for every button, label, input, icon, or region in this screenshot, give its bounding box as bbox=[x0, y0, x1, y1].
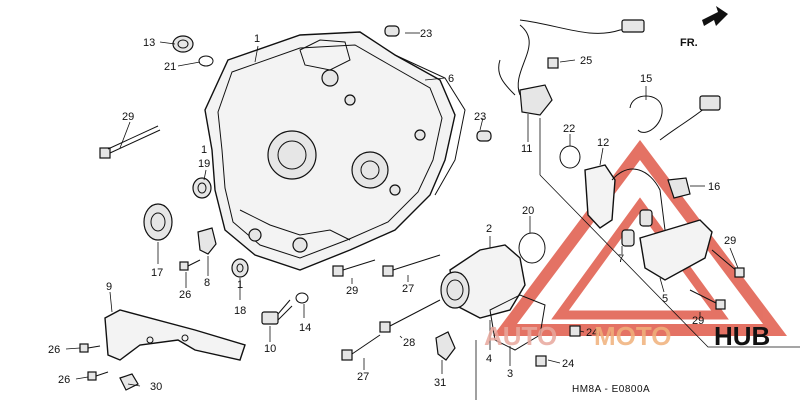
label-27b: 27 bbox=[357, 371, 369, 383]
label-20: 20 bbox=[522, 205, 534, 217]
label-29a: 29 bbox=[122, 111, 134, 123]
o-ring-20 bbox=[518, 232, 546, 264]
bolt-26-a bbox=[79, 343, 101, 353]
crankcase-cover bbox=[204, 31, 456, 271]
label-29d: 29 bbox=[692, 315, 704, 327]
bolt-29-left bbox=[99, 125, 161, 159]
washer-14 bbox=[295, 292, 309, 304]
label-27a: 27 bbox=[402, 283, 414, 295]
o-ring-21 bbox=[198, 55, 214, 67]
label-8: 8 bbox=[204, 277, 210, 289]
label-19: 19 bbox=[198, 158, 210, 170]
label-24b: 24 bbox=[562, 358, 574, 370]
label-25: 25 bbox=[580, 55, 592, 67]
label-31: 31 bbox=[434, 377, 446, 389]
watermark-logo: AUTO MOTO HUB bbox=[484, 321, 770, 351]
label-9: 9 bbox=[106, 281, 112, 293]
gasket-3 bbox=[489, 294, 546, 351]
front-arrow-icon bbox=[702, 6, 728, 26]
label-30: 30 bbox=[150, 381, 162, 393]
label-18: 18 bbox=[234, 305, 246, 317]
bracket-9 bbox=[104, 309, 246, 361]
leader-lines bbox=[65, 32, 739, 387]
label-28: 28 bbox=[403, 337, 415, 349]
svg-text:HUB: HUB bbox=[714, 321, 770, 351]
label-1b: 1 bbox=[201, 144, 207, 156]
part-8 bbox=[197, 227, 217, 255]
label-7: 7 bbox=[618, 253, 624, 265]
diagram-code: HM8A - E0800A bbox=[572, 384, 650, 395]
svg-text:AUTO: AUTO bbox=[484, 321, 557, 351]
pipe-12 bbox=[584, 164, 666, 231]
wiring-harness bbox=[498, 19, 645, 116]
oil-seal-13 bbox=[172, 35, 194, 53]
label-26b: 26 bbox=[48, 344, 60, 356]
section-line bbox=[539, 118, 800, 348]
bolt-28 bbox=[379, 299, 441, 333]
label-1: 1 bbox=[254, 33, 260, 45]
dowel-pin-23a bbox=[384, 25, 400, 37]
housing-2 bbox=[440, 244, 526, 319]
part-labels: 1 1 1 2 3 4 5 6 7 8 9 10 11 12 13 14 15 … bbox=[48, 28, 736, 393]
pipe-7 bbox=[621, 209, 653, 247]
label-26a: 26 bbox=[179, 289, 191, 301]
seal-18 bbox=[231, 258, 249, 278]
label-1c: 1 bbox=[237, 279, 243, 291]
label-21: 21 bbox=[164, 61, 176, 73]
seal-19 bbox=[192, 177, 212, 199]
clamp-30 bbox=[119, 373, 139, 391]
direction-label: FR. bbox=[680, 37, 698, 49]
label-26c: 26 bbox=[58, 374, 70, 386]
dowel-pin-23b bbox=[476, 130, 492, 142]
label-15: 15 bbox=[640, 73, 652, 85]
sensor-wire bbox=[659, 95, 721, 141]
label-29c: 29 bbox=[724, 235, 736, 247]
label-29b: 29 bbox=[346, 285, 358, 297]
bolt-26-mid bbox=[179, 259, 201, 271]
o-ring-22 bbox=[559, 145, 581, 169]
gasket bbox=[394, 54, 466, 196]
clip-15 bbox=[629, 95, 663, 133]
bolt-24-b bbox=[535, 355, 547, 367]
bearing-17 bbox=[143, 203, 173, 241]
label-17: 17 bbox=[151, 267, 163, 279]
bolt-25 bbox=[547, 57, 559, 69]
label-4: 4 bbox=[486, 353, 492, 365]
label-23a: 23 bbox=[420, 28, 432, 40]
bolt-29-right-a bbox=[711, 249, 745, 278]
bolt-27-center bbox=[382, 254, 441, 277]
bolt-29-right-b bbox=[689, 289, 726, 310]
label-14: 14 bbox=[299, 322, 311, 334]
label-22: 22 bbox=[563, 123, 575, 135]
label-12: 12 bbox=[597, 137, 609, 149]
label-24a: 24 bbox=[586, 327, 598, 339]
label-6: 6 bbox=[448, 73, 454, 85]
bolt-27-lower bbox=[341, 334, 381, 361]
part-16 bbox=[667, 177, 691, 199]
label-2: 2 bbox=[486, 223, 492, 235]
bolt-29-center bbox=[332, 259, 376, 277]
part-31 bbox=[435, 331, 456, 361]
bracket-5 bbox=[639, 219, 713, 281]
svg-text:MOTO: MOTO bbox=[594, 321, 672, 351]
bolt-24-a bbox=[569, 325, 581, 337]
label-10: 10 bbox=[264, 343, 276, 355]
sensor-10 bbox=[261, 299, 293, 325]
label-13: 13 bbox=[143, 37, 155, 49]
label-23b: 23 bbox=[474, 111, 486, 123]
bolt-26-b bbox=[87, 371, 109, 381]
label-3: 3 bbox=[507, 368, 513, 380]
label-5: 5 bbox=[662, 293, 668, 305]
label-16: 16 bbox=[708, 181, 720, 193]
label-11: 11 bbox=[521, 143, 532, 155]
